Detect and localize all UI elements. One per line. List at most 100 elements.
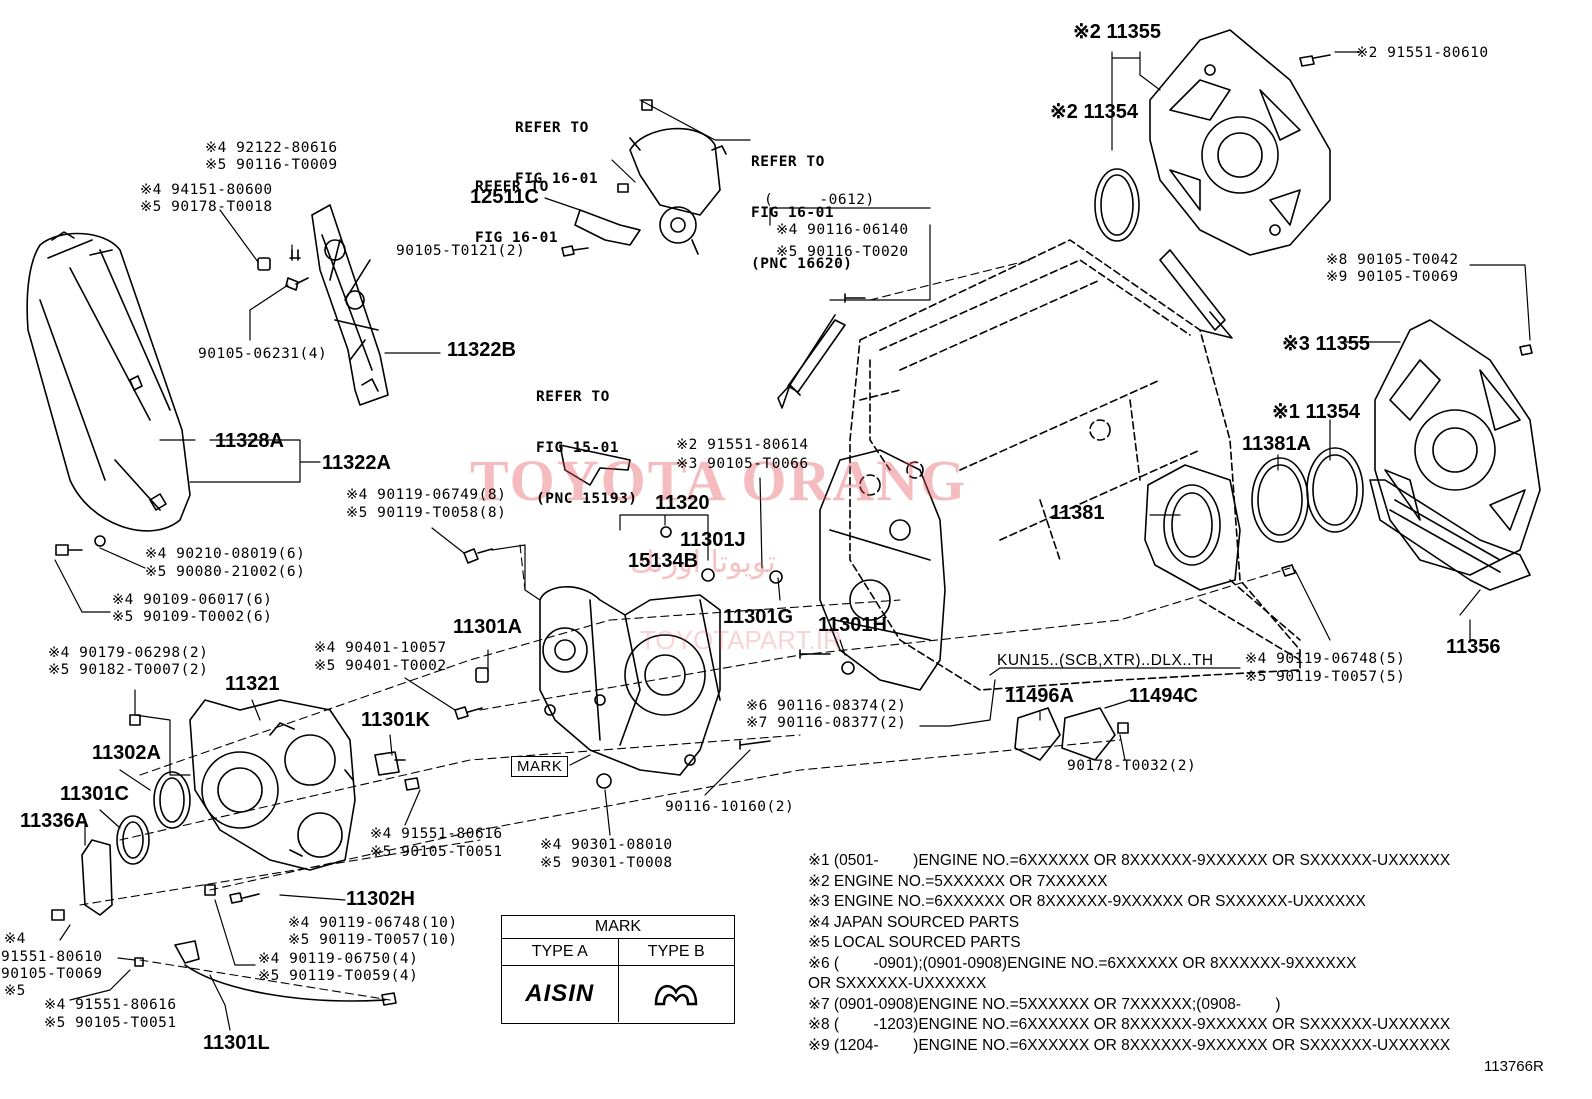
part-label[interactable]: 11328A (215, 430, 284, 452)
part-label[interactable]: 11301G (723, 606, 794, 628)
part-label[interactable]: ※2 91551-80610 (1356, 45, 1489, 61)
footnote: ※7 (0901-0908)ENGINE NO.=5XXXXXX OR 7XXX… (808, 995, 1281, 1013)
part-label[interactable]: ※5 90301-T0008 (540, 855, 673, 871)
part-label[interactable]: ※4 90116-06140 (776, 222, 909, 238)
part-label[interactable]: ※6 90116-08374(2) (746, 698, 907, 714)
part-label[interactable]: 11301C (60, 783, 129, 805)
part-label[interactable]: ※4 94151-80600 (140, 182, 273, 198)
part-label[interactable]: ※5 90178-T0018 (140, 199, 273, 215)
part-label[interactable]: ※5 90119-T0057(10) (288, 932, 458, 948)
part-label[interactable]: 11322B (447, 339, 516, 361)
footnote: ※8 ( -1203)ENGINE NO.=6XXXXXX OR 8XXXXXX… (808, 1016, 1451, 1033)
part-label[interactable]: ※9 90105-T0069 (1326, 269, 1459, 285)
part-label[interactable]: ※3 11355 (1282, 333, 1370, 355)
part-label[interactable]: 11356 (1446, 636, 1501, 658)
part-label[interactable]: ※5 90401-T0002 (314, 658, 447, 674)
part-label[interactable]: ※4 90109-06017(6) (112, 592, 273, 608)
mark-type-b-header: TYPE B (647, 943, 705, 960)
part-label[interactable]: 11301A (453, 616, 522, 638)
mark-type-a-header: TYPE A (502, 939, 619, 965)
part-label[interactable]: 11496A (1005, 685, 1074, 707)
part-label[interactable]: ※4 90119-06748(10) (288, 915, 458, 931)
refer-line: FIG 16-01 (515, 171, 599, 187)
refer-line: (PNC 15193) (536, 491, 638, 507)
part-label[interactable]: 11301J (680, 529, 746, 551)
alignment-lines (79, 259, 1291, 1001)
part-label[interactable]: 12511C (470, 186, 539, 208)
mark-callout[interactable]: MARK (511, 756, 569, 777)
part-label[interactable]: ※5 90119-T0057(5) (1245, 669, 1406, 685)
part-label[interactable]: 11321 (225, 673, 280, 695)
variant-marker: ※4 (4, 931, 26, 947)
part-label[interactable]: ※2 11355 (1073, 21, 1161, 43)
part-label[interactable]: 90105-T0121(2) (396, 243, 526, 259)
watermark-url: TOYOTAPART.IR (640, 625, 842, 655)
part-label[interactable]: ※5 90119-T0059(4) (258, 968, 419, 984)
part-label[interactable]: ※4 91551-80616 (370, 826, 503, 842)
part-label[interactable]: ※4 90119-06748(5) (1245, 651, 1406, 667)
part-label[interactable]: 15134B (628, 550, 699, 572)
refer-to-note-3[interactable]: REFER TO FIG 16-01 (475, 145, 558, 264)
part-label[interactable]: 11336A (20, 810, 89, 832)
refer-line: FIG 16-01 (475, 230, 559, 246)
part-label[interactable]: 11322A (322, 452, 391, 474)
part-label[interactable]: ※5 90119-T0058(8) (346, 505, 507, 521)
part-label[interactable]: ※4 90401-10057 (314, 640, 447, 656)
part-label[interactable]: ※2 91551-80614 (676, 437, 809, 453)
refer-to-note-2[interactable]: REFER TO FIG 16-01 (PNC 16620) (751, 120, 853, 290)
part-label[interactable]: 90178-T0032(2) (1067, 758, 1197, 774)
lower-timing-cover (189, 699, 356, 871)
part-label[interactable]: ※4 90301-08010 (540, 837, 673, 853)
rear-end-plate-right (1281, 319, 1541, 591)
part-label[interactable]: 90116-10160(2) (665, 799, 795, 815)
footnotes: ※1 (0501- )ENGINE NO.=6XXXXXX OR 8XXXXXX… (808, 851, 1450, 1056)
part-label[interactable]: 11301H (818, 614, 887, 636)
part-label[interactable]: ※4 90179-06298(2) (48, 645, 209, 661)
part-label[interactable]: ※4 91551-80616 (44, 997, 177, 1013)
part-label[interactable]: 91551-80610 (1, 949, 103, 965)
mark-table-title: MARK (502, 916, 734, 939)
refer-to-note-1[interactable]: REFER TO FIG 16-01 (515, 86, 598, 205)
part-label[interactable]: 11320 (655, 492, 710, 514)
figure-code: 113766R (1484, 1058, 1544, 1075)
part-label[interactable]: 11302H (346, 888, 415, 910)
part-label[interactable]: ※1 11354 (1272, 401, 1360, 423)
part-label[interactable]: ※4 90210-08019(6) (145, 546, 306, 562)
part-label[interactable]: 90105-T0069 (1, 966, 103, 982)
part-label[interactable]: 11301K (361, 709, 430, 731)
part-label[interactable]: 11381 (1050, 502, 1105, 524)
part-label[interactable]: 11494C (1129, 685, 1198, 707)
aisin-logo: AISIN (502, 966, 619, 1022)
part-label[interactable]: ※5 90105-T0051 (44, 1015, 177, 1031)
footnote: ※5 LOCAL SOURCED PARTS (808, 934, 1021, 951)
part-label[interactable]: 11381A (1242, 433, 1311, 455)
part-label[interactable]: ※7 90116-08377(2) (746, 715, 907, 731)
timing-chain-case (454, 293, 866, 789)
mark-legend-table: MARK TYPE A TYPE B AISIN (501, 915, 735, 1024)
oil-seals (1094, 168, 1364, 543)
refer-line: FIG 15-01 (536, 440, 620, 456)
part-label[interactable]: ※8 90105-T0042 (1326, 252, 1459, 268)
part-label[interactable]: ※2 11354 (1050, 101, 1138, 123)
refer-line: (PNC 16620) (751, 256, 853, 272)
part-label[interactable]: ※4 90119-06749(8) (346, 487, 507, 503)
footnote: ※9 (1204- )ENGINE NO.=6XXXXXX OR 8XXXXXX… (808, 1036, 1451, 1054)
part-label[interactable]: 11301L (203, 1032, 270, 1054)
refer-to-note-4[interactable]: REFER TO FIG 15-01 (PNC 15193) (536, 355, 638, 525)
part-label[interactable]: ※4 90119-06750(4) (258, 951, 419, 967)
oil-seal-retainer (1144, 464, 1241, 591)
part-label[interactable]: 11302A (92, 742, 161, 764)
part-label[interactable]: ※5 90116-T0009 (205, 157, 338, 173)
part-label[interactable]: ※5 90182-T0007(2) (48, 662, 209, 678)
part-label[interactable]: ※4 92122-80616 (205, 140, 338, 156)
footnote: ※2 ENGINE NO.=5XXXXXX OR 7XXXXXX (808, 872, 1108, 890)
refer-line: REFER TO (751, 154, 825, 170)
part-label[interactable]: ※5 90109-T0002(6) (112, 609, 273, 625)
part-label[interactable]: ※5 90080-21002(6) (145, 564, 306, 580)
part-label[interactable]: ※5 90116-T0020 (776, 244, 909, 260)
timing-cover-plate (311, 204, 389, 406)
part-label[interactable]: 90105-06231(4) (198, 346, 328, 362)
variant-marker: ※5 (4, 983, 26, 999)
part-label[interactable]: ※5 90105-T0051 (370, 844, 503, 860)
part-label[interactable]: ※3 90105-T0066 (676, 456, 809, 472)
